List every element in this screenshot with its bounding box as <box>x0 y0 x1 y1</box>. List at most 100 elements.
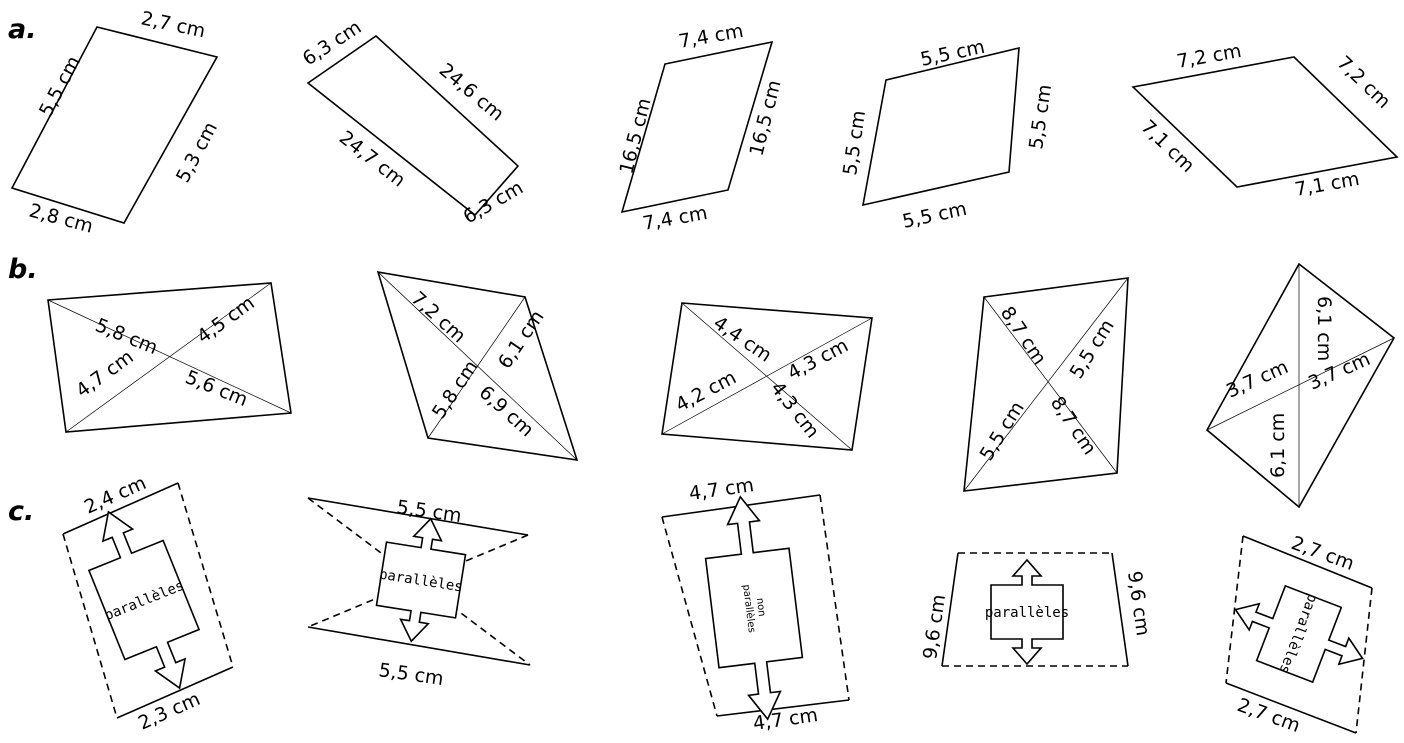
figure-b5: 6,1 cm 3,7 cm 3,7 cm 6,1 cm <box>1205 262 1396 509</box>
shape-a1 <box>10 26 219 224</box>
label-b4-3: 5,5 cm <box>976 398 1029 465</box>
double-arrow-c3 <box>704 495 804 721</box>
edge-c5-bottom <box>1225 682 1357 734</box>
word-c3-parallel: parallèles <box>740 584 758 634</box>
label-a5-left: 7,1 cm <box>1137 116 1199 177</box>
edge-c2-bottom <box>307 626 531 666</box>
label-a5-bottom: 7,1 cm <box>1293 168 1361 201</box>
label-a3-left: 16,5 cm <box>616 96 656 176</box>
diagonal-b3-1 <box>681 302 853 451</box>
arrow-c2: parallèles <box>375 517 467 643</box>
edge-c3-left <box>661 516 718 717</box>
label-a2-bottomright: 6,3 cm <box>460 177 527 229</box>
figure-c2: parallèles 5,5 cm 5,5 cm <box>307 496 531 690</box>
label-a4-right: 5,5 cm <box>1025 83 1056 151</box>
label-b3-2: 4,3 cm <box>784 334 852 384</box>
label-b2-3: 5,8 cm <box>428 356 483 422</box>
double-arrow-c2 <box>375 517 467 643</box>
edge-c1-bottom <box>116 666 234 719</box>
label-b3-1: 4,4 cm <box>709 312 775 367</box>
label-b2-1: 7,2 cm <box>407 287 470 347</box>
figure-c4: parallèles 9,6 cm 9,6 cm <box>919 552 1154 667</box>
figure-b4: 8,7 cm 5,5 cm 5,5 cm 8,7 cm <box>963 277 1129 492</box>
label-a1-right: 5,3 cm <box>172 118 222 186</box>
label-b3-3: 4,2 cm <box>672 366 740 416</box>
figure-a3: 7,4 cm 16,5 cm 16,5 cm 7,4 cm <box>616 20 786 235</box>
label-b3-4: 4,3 cm <box>766 378 823 443</box>
label-a4-top: 5,5 cm <box>918 36 986 71</box>
label-a4-left: 5,5 cm <box>839 109 870 177</box>
label-a2-topleft: 6,3 cm <box>299 16 366 70</box>
edge-c2-top <box>307 497 529 536</box>
figure-b2: 7,2 cm 6,1 cm 5,8 cm 6,9 cm <box>376 270 579 461</box>
label-a1-left: 5,5 cm <box>35 52 85 120</box>
edge-c1-top <box>62 482 179 535</box>
label-a2-topright: 24,6 cm <box>435 59 508 126</box>
figure-c3: non parallèles 4,7 cm 4,7 cm <box>661 474 850 735</box>
label-c2-bottom: 5,5 cm <box>377 659 445 690</box>
arrow-c5: parallèles <box>1234 584 1364 684</box>
label-b5-2: 3,7 cm <box>1223 356 1292 403</box>
edge-c4-left <box>941 552 959 667</box>
label-b4-4: 8,7 cm <box>1046 392 1101 458</box>
shape-a4 <box>861 46 1020 207</box>
figure-c5: parallèles 2,7 cm 2,7 cm <box>1225 532 1373 737</box>
figure-a5: 7,2 cm 7,2 cm 7,1 cm 7,1 cm <box>1131 40 1399 201</box>
edge-c4-right <box>1111 552 1129 667</box>
label-c2-top: 5,5 cm <box>395 496 463 527</box>
label-b2-4: 6,9 cm <box>475 381 538 441</box>
arrow-c4: parallèles <box>985 558 1069 666</box>
label-b2-2: 6,1 cm <box>494 306 549 372</box>
double-arrow-c5 <box>1234 584 1364 684</box>
arrow-c3: non parallèles <box>704 495 804 721</box>
shape-a3 <box>620 40 774 214</box>
edge-c1-left <box>62 533 118 719</box>
shape-a2 <box>306 34 520 217</box>
edge-c5-top <box>1242 535 1373 589</box>
figure-a4: 5,5 cm 5,5 cm 5,5 cm 5,5 cm <box>839 36 1056 233</box>
row-label-a: a. <box>8 14 36 45</box>
label-c3-top: 4,7 cm <box>688 474 756 505</box>
label-c4-right: 9,6 cm <box>1123 570 1154 638</box>
label-a1-top: 2,7 cm <box>139 7 207 42</box>
diagonal-b3-2 <box>661 317 873 435</box>
row-label-b: b. <box>8 254 38 285</box>
double-arrow-c1 <box>87 510 201 690</box>
label-b1-2: 4,5 cm <box>193 292 259 348</box>
word-c4: parallèles <box>985 605 1069 621</box>
label-a3-right: 16,5 cm <box>746 78 786 158</box>
label-a4-bottom: 5,5 cm <box>900 198 968 233</box>
edge-c5-right <box>1355 587 1373 734</box>
label-b1-3: 4,7 cm <box>72 346 138 402</box>
edge-c3-bottom <box>716 699 850 717</box>
label-c5-bottom: 2,7 cm <box>1234 694 1303 737</box>
figure-a2: 6,3 cm 24,6 cm 24,7 cm 6,3 cm <box>299 16 527 228</box>
figure-b1: 5,8 cm 4,5 cm 4,7 cm 5,6 cm <box>47 282 292 433</box>
diagonal-b5-2 <box>1206 337 1395 431</box>
edge-c2-diag2 <box>307 534 529 628</box>
label-a2-bottomleft: 24,7 cm <box>335 127 409 192</box>
diagonal-b2-2 <box>427 296 526 439</box>
label-a3-bottom: 7,4 cm <box>641 202 709 235</box>
edge-c1-right <box>177 482 234 668</box>
label-b5-1: 6,1 cm <box>1313 296 1335 361</box>
label-a3-top: 7,4 cm <box>677 20 745 53</box>
figure-c1: parallèles 2,4 cm 2,3 cm <box>62 472 234 735</box>
label-b1-4: 5,6 cm <box>182 366 251 411</box>
arrow-c1: parallèles <box>87 510 201 690</box>
label-a1-bottom: 2,8 cm <box>27 200 96 238</box>
row-label-c: c. <box>8 496 34 527</box>
figure-a1: 2,7 cm 5,5 cm 5,3 cm 2,8 cm <box>10 7 222 238</box>
diagonal-b1-2 <box>65 282 272 433</box>
diagonal-b4-2 <box>963 277 1129 492</box>
shape-a5 <box>1131 56 1399 188</box>
label-c4-left: 9,6 cm <box>919 593 950 661</box>
word-c3-non: non <box>754 597 767 617</box>
double-arrow-c4 <box>990 558 1064 666</box>
diagonal-b4-1 <box>983 296 1118 474</box>
edge-c3-right <box>819 494 850 701</box>
figure-b3: 4,4 cm 4,3 cm 4,2 cm 4,3 cm <box>661 302 873 451</box>
label-b5-4: 6,1 cm <box>1267 413 1289 478</box>
label-b4-1: 8,7 cm <box>996 302 1051 368</box>
